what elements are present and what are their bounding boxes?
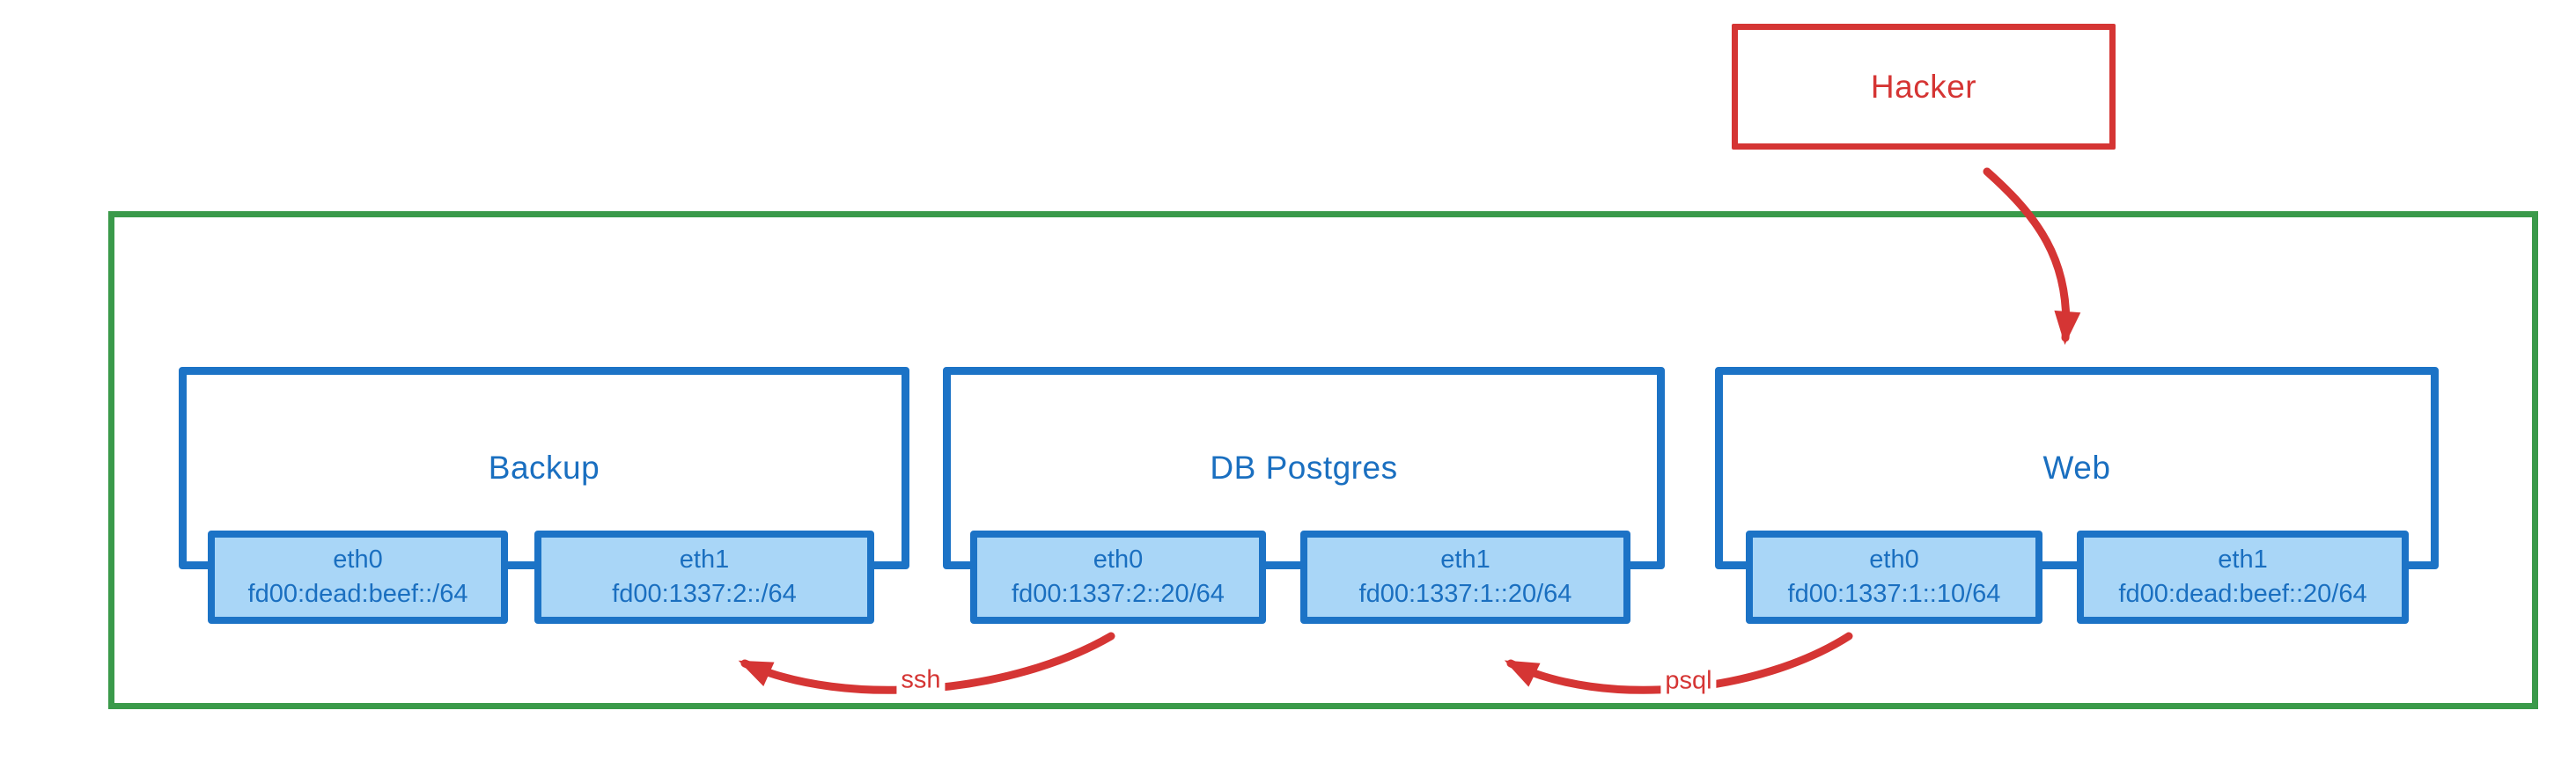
interface-name: eth1 [2218, 546, 2268, 574]
interface-address: fd00:dead:beef::20/64 [2118, 580, 2367, 608]
interface-address: fd00:1337:1::20/64 [1358, 580, 1572, 608]
interface-name: eth0 [1869, 546, 1919, 574]
interface-name: eth0 [333, 546, 383, 574]
hacker-node: Hacker [1732, 24, 2116, 150]
server-web-interface-eth1: eth1 fd00:dead:beef::20/64 [2077, 531, 2409, 624]
server-db-postgres-name: DB Postgres [1210, 450, 1398, 486]
server-backup-interface-eth1: eth1 fd00:1337:2::/64 [534, 531, 874, 624]
connection-label-ssh: ssh [896, 665, 946, 695]
server-web-name: Web [2042, 450, 2111, 486]
server-backup-name: Backup [488, 450, 600, 486]
lan-boundary [108, 211, 2538, 709]
interface-name: eth1 [1440, 546, 1490, 574]
interface-address: fd00:1337:2::/64 [612, 580, 797, 608]
interface-address: fd00:1337:1::10/64 [1787, 580, 2001, 608]
server-web-interface-eth0: eth0 fd00:1337:1::10/64 [1746, 531, 2042, 624]
interface-address: fd00:1337:2::20/64 [1012, 580, 1225, 608]
connection-label-psql: psql [1660, 666, 1717, 696]
server-db-postgres-interface-eth0: eth0 fd00:1337:2::20/64 [970, 531, 1266, 624]
hacker-label: Hacker [1870, 68, 1977, 105]
interface-name: eth1 [679, 546, 730, 574]
server-db-postgres-interface-eth1: eth1 fd00:1337:1::20/64 [1300, 531, 1630, 624]
interface-address: fd00:dead:beef::/64 [247, 580, 468, 608]
interface-name: eth0 [1093, 546, 1144, 574]
server-backup-interface-eth0: eth0 fd00:dead:beef::/64 [208, 531, 508, 624]
